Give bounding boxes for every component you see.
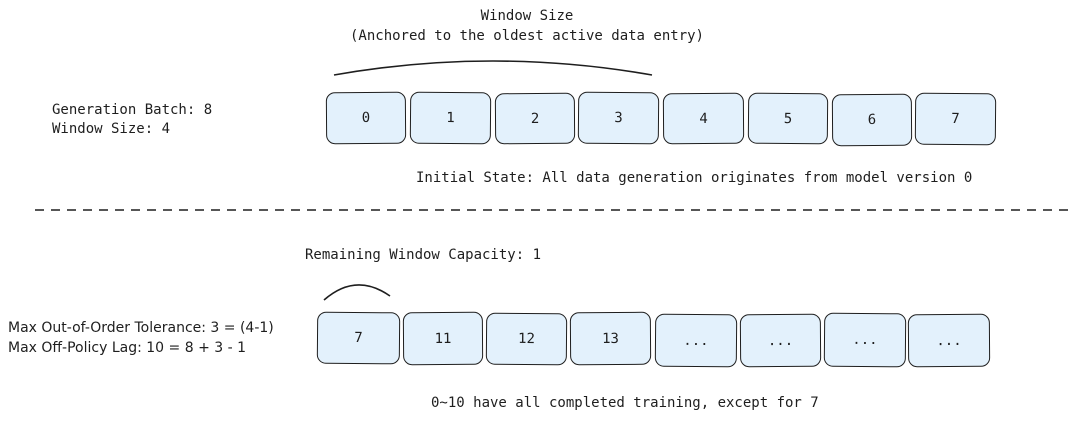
bottom-cell: ... xyxy=(739,313,822,368)
top-cell: 7 xyxy=(914,92,997,146)
window-size-label: Window Size: 4 xyxy=(52,121,171,137)
remaining-capacity-brace xyxy=(323,284,391,301)
initial-state-caption: Initial State: All data generation origi… xyxy=(416,170,973,186)
out-of-order-tolerance-label: Max Out-of-Order Tolerance: 3 = (4-1) xyxy=(8,320,274,336)
bottom-cell: 11 xyxy=(402,311,484,366)
remaining-capacity-label: Remaining Window Capacity: 1 xyxy=(305,247,542,263)
top-cell: 6 xyxy=(831,93,913,147)
training-status-caption: 0~10 have all completed training, except… xyxy=(431,395,819,411)
bottom-cell: 12 xyxy=(485,312,568,366)
top-cell: 1 xyxy=(409,91,492,145)
top-cell: 5 xyxy=(747,92,829,145)
bottom-cell: 13 xyxy=(569,311,652,366)
bottom-cell: ... xyxy=(654,313,738,368)
off-policy-lag-label: Max Off-Policy Lag: 10 = 8 + 3 - 1 xyxy=(8,340,247,356)
window-size-brace xyxy=(333,60,653,76)
top-cell: 0 xyxy=(325,91,407,145)
top-cell: 2 xyxy=(494,92,576,145)
top-cell: 4 xyxy=(662,92,745,145)
bottom-cell: ... xyxy=(823,312,907,368)
bottom-cell: ... xyxy=(907,313,991,368)
bottom-cell: 7 xyxy=(316,311,401,365)
window-size-subtitle: (Anchored to the oldest active data entr… xyxy=(349,28,704,44)
top-cell: 3 xyxy=(577,91,660,145)
window-size-title: Window Size xyxy=(480,8,574,24)
generation-batch-label: Generation Batch: 8 xyxy=(52,102,213,118)
